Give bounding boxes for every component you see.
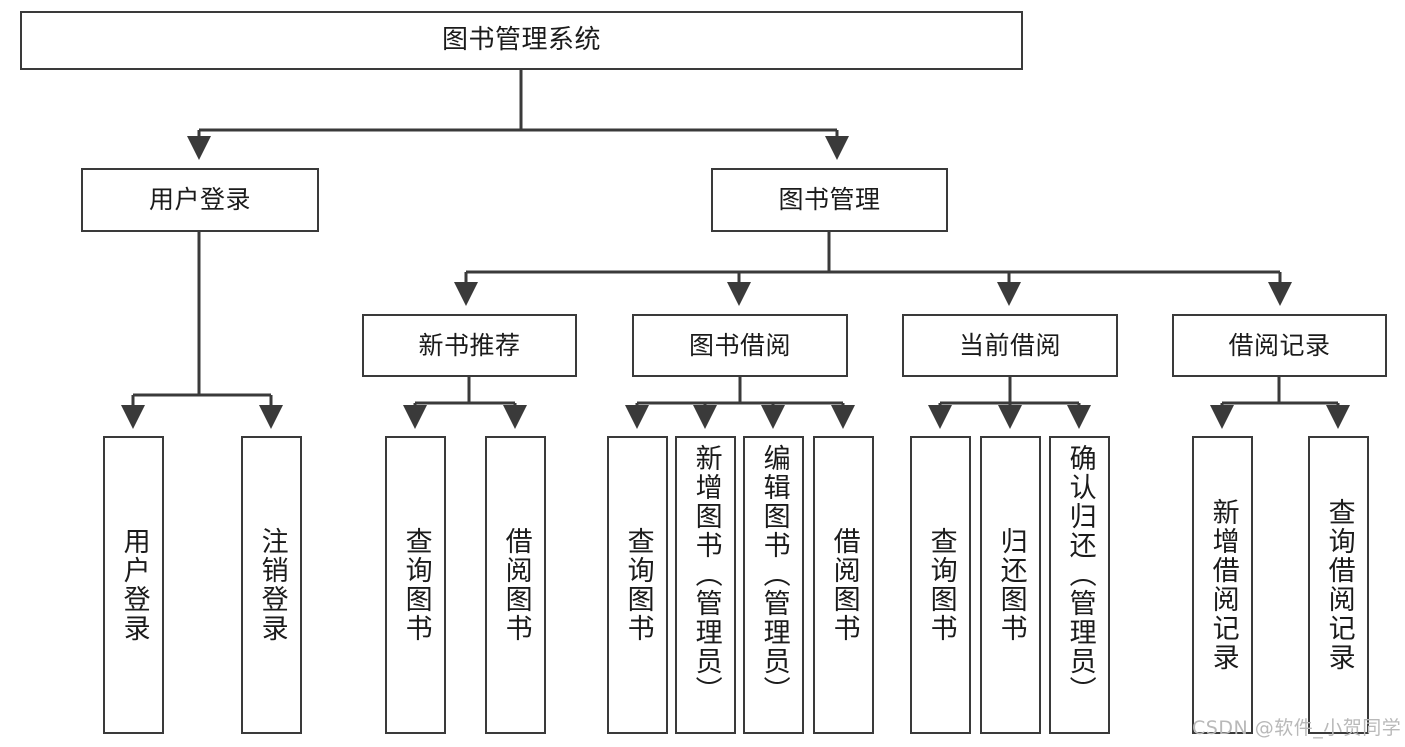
node-label: 用户登录 [118,527,150,643]
node-label: 新增借阅记录 [1207,498,1239,672]
node-new-book-recommend[interactable]: 新书推荐 [362,314,577,377]
node-label: 归还图书 [995,527,1027,643]
node-label: 图书管理 [778,185,881,215]
node-user-login[interactable]: 用户登录 [81,168,319,232]
node-label: 查询图书 [400,527,432,643]
node-book-borrow[interactable]: 图书借阅 [632,314,848,377]
node-leaf-add-borrow-record[interactable]: 新增借阅记录 [1192,436,1253,734]
node-leaf-query-book-borrow[interactable]: 查询图书 [607,436,668,734]
node-label: 用户登录 [148,185,251,215]
node-label: 图书管理系统 [441,25,601,56]
node-label: 借阅图书 [828,527,860,643]
node-borrow-record[interactable]: 借阅记录 [1172,314,1387,377]
node-label: 借阅图书 [500,527,532,643]
node-label: 查询借阅记录 [1323,498,1355,672]
node-label: 确认归还（管理员） [1064,444,1096,705]
node-label: 查询图书 [622,527,654,643]
node-leaf-confirm-return-admin[interactable]: 确认归还（管理员） [1049,436,1110,734]
node-book-management[interactable]: 图书管理 [711,168,948,232]
node-label: 图书借阅 [688,330,791,360]
node-label: 新增图书（管理员） [690,444,722,705]
node-leaf-edit-book-admin[interactable]: 编辑图书（管理员） [743,436,804,734]
node-label: 新书推荐 [418,330,521,360]
node-label: 编辑图书（管理员） [758,444,790,705]
node-label: 注销登录 [256,527,288,643]
node-label: 查询图书 [925,527,957,643]
node-current-borrow[interactable]: 当前借阅 [902,314,1118,377]
node-book-management-system[interactable]: 图书管理系统 [20,11,1023,70]
node-leaf-user-login[interactable]: 用户登录 [103,436,164,734]
node-leaf-add-book-admin[interactable]: 新增图书（管理员） [675,436,736,734]
node-leaf-query-borrow-record[interactable]: 查询借阅记录 [1308,436,1369,734]
node-label: 借阅记录 [1228,330,1331,360]
node-leaf-query-book-recommend[interactable]: 查询图书 [385,436,446,734]
node-label: 当前借阅 [958,330,1061,360]
node-leaf-logout-login[interactable]: 注销登录 [241,436,302,734]
node-leaf-borrow-book-borrow[interactable]: 借阅图书 [813,436,874,734]
node-leaf-query-book-current[interactable]: 查询图书 [910,436,971,734]
node-leaf-return-book[interactable]: 归还图书 [980,436,1041,734]
node-leaf-borrow-book-recommend[interactable]: 借阅图书 [485,436,546,734]
